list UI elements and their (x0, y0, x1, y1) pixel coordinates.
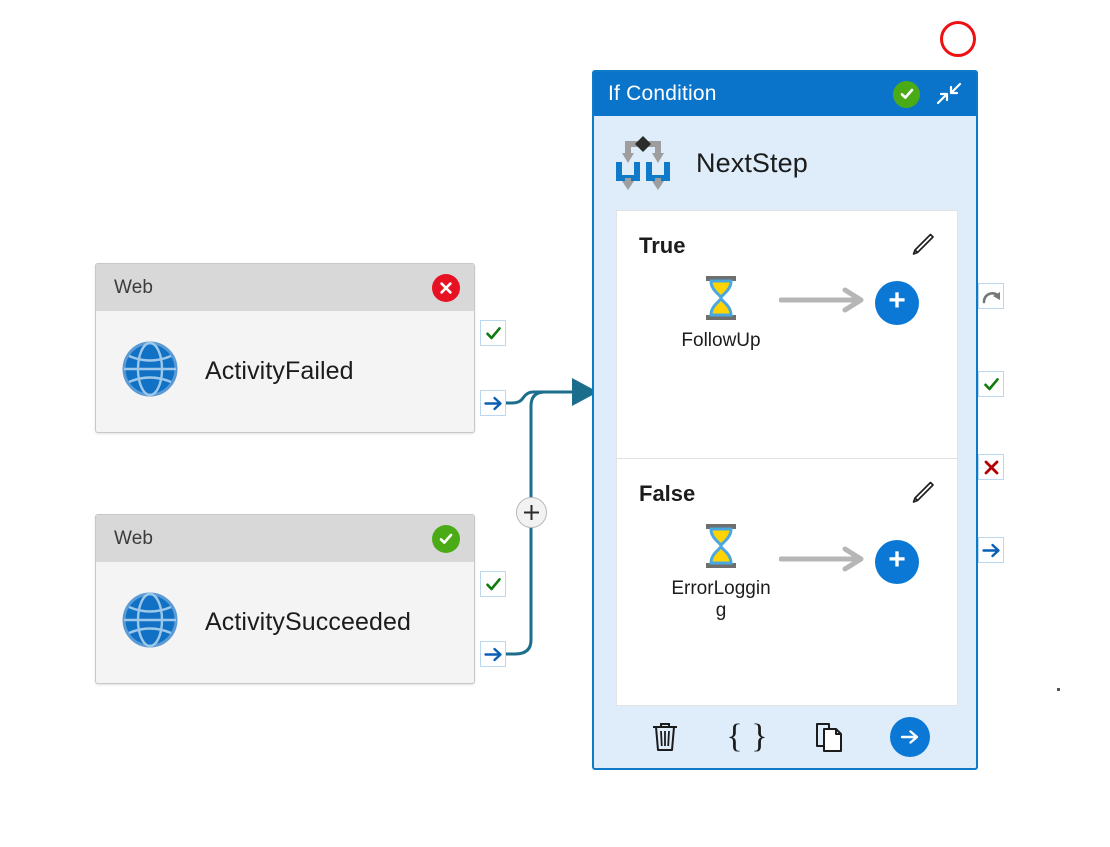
run-button[interactable] (890, 717, 930, 757)
activity-name-label: ActivityFailed (205, 357, 354, 385)
blue-arrow-icon (981, 543, 1000, 557)
activity-type-label: Web (114, 527, 154, 549)
hourglass-icon (700, 523, 742, 574)
flow-node-label: FollowUp (681, 330, 761, 351)
plus-icon: + (888, 543, 906, 577)
branch-false-label: False (639, 480, 696, 506)
plus-icon (524, 505, 539, 520)
flow-node-label: ErrorLogging (671, 577, 771, 622)
if-condition-toolbar: { } (594, 706, 976, 768)
branch-false-edit-button[interactable] (907, 477, 937, 507)
pencil-icon (912, 481, 934, 503)
if-condition-container[interactable]: If Condition (592, 70, 978, 770)
branch-true-add-activity-button[interactable]: + (875, 280, 919, 325)
hourglass-icon (700, 275, 742, 326)
if-condition-activity-name: NextStep (696, 148, 808, 178)
branch-true-flow: FollowUp + (639, 275, 935, 353)
activity-name-label: ActivitySucceeded (205, 608, 411, 636)
completion-handle-ifcondition[interactable] (978, 537, 1004, 563)
branch-true-label: True (639, 233, 686, 258)
trash-icon (653, 723, 677, 751)
branch-true-edit-button[interactable] (907, 229, 937, 259)
right-arrow-icon (778, 287, 871, 318)
activity-card-header: Web (96, 264, 474, 311)
success-handle-activityfailed[interactable] (480, 320, 506, 346)
branch-true[interactable]: True (617, 211, 957, 458)
activity-type-label: Web (114, 276, 154, 298)
code-button[interactable]: { } (726, 718, 768, 755)
pencil-icon (912, 233, 934, 255)
plus-icon: + (888, 284, 906, 318)
success-circle-icon (432, 524, 460, 553)
success-handle-ifcondition[interactable] (978, 371, 1004, 397)
branch-false-add-activity-button[interactable]: + (875, 539, 919, 584)
success-handle-activitysucceeded[interactable] (480, 571, 506, 597)
activity-card-body: ActivitySucceeded (96, 562, 474, 683)
if-condition-activity-row: NextStep (594, 116, 976, 207)
if-condition-branches: True (616, 210, 958, 706)
skipped-handle-ifcondition[interactable] (978, 283, 1004, 309)
copy-icon (816, 723, 842, 752)
completion-handle-activitysucceeded[interactable] (480, 641, 506, 667)
green-check-icon (485, 326, 501, 339)
failure-handle-ifcondition[interactable] (978, 454, 1004, 480)
activity-card-header: Web (96, 515, 474, 562)
flow-node-followup[interactable]: FollowUp (667, 275, 775, 353)
if-condition-branch-icon (612, 130, 674, 197)
flow-node-errorlogging[interactable]: ErrorLogging (667, 523, 775, 624)
if-condition-title: If Condition (608, 82, 717, 105)
error-circle-icon (432, 273, 460, 302)
globe-icon (120, 339, 180, 404)
activity-card-activitysucceeded[interactable]: Web ActivitySucceeded (95, 514, 475, 684)
branch-false[interactable]: False (617, 457, 957, 706)
red-x-icon (984, 460, 998, 474)
if-condition-header: If Condition (594, 72, 976, 116)
blue-arrow-icon (483, 396, 502, 410)
activity-card-activityfailed[interactable]: Web ActivityFailed (95, 263, 475, 433)
collapse-restore-icon[interactable] (934, 80, 964, 108)
green-check-icon (485, 577, 501, 590)
clone-button[interactable] (808, 716, 850, 758)
branch-false-flow: ErrorLogging + (639, 523, 935, 624)
skipped-curved-arrow-icon (982, 291, 1000, 303)
blue-arrow-icon (483, 647, 502, 661)
canvas-dot-artifact (1057, 688, 1060, 691)
completion-handle-activityfailed[interactable] (480, 390, 506, 416)
add-activity-on-wire-button[interactable] (516, 497, 547, 528)
green-check-icon (983, 377, 999, 390)
activity-card-body: ActivityFailed (96, 311, 474, 432)
arrow-right-circle-icon (900, 730, 919, 744)
right-arrow-icon (778, 546, 871, 577)
globe-icon (120, 590, 180, 655)
red-highlight-circle (940, 21, 976, 57)
success-circle-icon (893, 80, 920, 108)
delete-button[interactable] (644, 716, 686, 758)
